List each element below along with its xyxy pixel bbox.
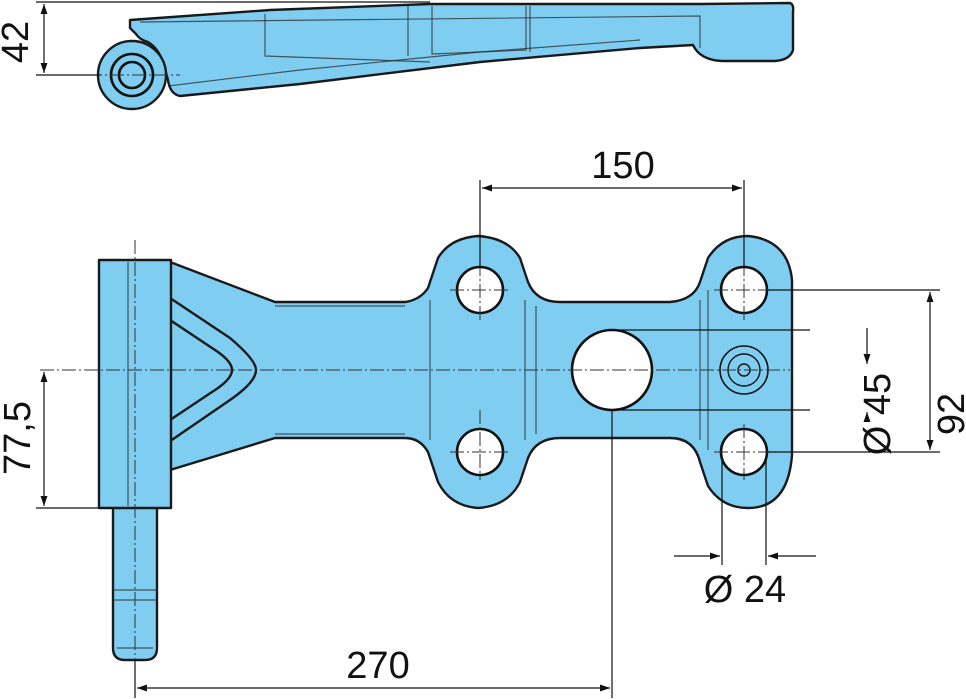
side-view-hinge-body: [128, 1, 795, 98]
side-view-rib-line: [167, 39, 641, 87]
dim-label-bolt-hole: Ø 24: [704, 569, 786, 611]
dim-label-pin-height: 77,5: [0, 401, 39, 475]
dim-label-hole-spacing-vertical: 92: [931, 393, 966, 435]
side-view: 42: [0, 1, 795, 111]
dim-label-center-hole: Ø 45: [857, 373, 899, 455]
plan-view: 150 92 Ø 45 Ø 24 77,5 270: [0, 145, 966, 698]
dim-label-pin-to-center: 270: [346, 645, 409, 687]
side-view-rib-line: [139, 15, 701, 48]
dim-label-thickness: 42: [0, 21, 37, 63]
dim-label-hole-spacing-horizontal: 150: [591, 145, 654, 187]
hinge-plate: [168, 234, 794, 510]
side-view-rib-line: [264, 14, 431, 63]
